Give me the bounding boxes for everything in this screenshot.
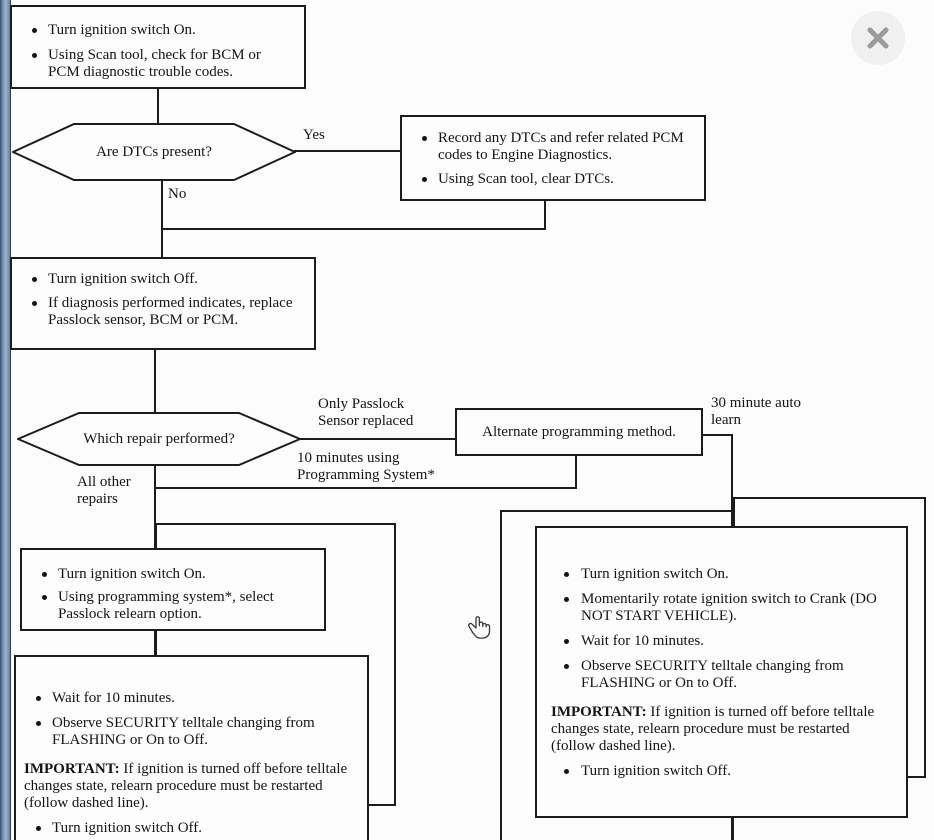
connector-relearn-to-wait <box>154 630 156 656</box>
connector-auto-learn-v <box>731 434 733 527</box>
important-text: If ignition is turned off before telltal… <box>551 704 875 754</box>
close-icon <box>867 27 889 49</box>
branch-label-30-minute: 30 minute auto learn <box>711 395 801 428</box>
step-bullet: Record any DTCs and refer related PCM co… <box>410 130 704 164</box>
step-text: Observe SECURITY telltale changing from … <box>52 715 315 748</box>
bullet-icon <box>551 658 581 669</box>
important-text: If ignition is turned off before telltal… <box>24 761 348 811</box>
step-text: Turn ignition switch Off. <box>48 271 199 287</box>
step-bullet: Turn ignition switch Off. <box>551 763 906 780</box>
window-edge-bar <box>0 0 11 840</box>
connector-sensor-branch <box>299 438 456 440</box>
hexagon-shape <box>17 412 301 466</box>
step-text: Using Scan tool, clear DTCs. <box>438 171 614 187</box>
step-bullet: Observe SECURITY telltale changing from … <box>24 715 367 749</box>
branch-label-10-minutes: 10 minutes using Programming System* <box>297 450 435 483</box>
hexagon-shape <box>12 123 296 181</box>
bullet-icon <box>20 271 48 282</box>
connector-repair-to-decision <box>154 349 156 413</box>
close-button[interactable] <box>851 11 905 65</box>
step-bullet: If diagnosis performed indicates, replac… <box>20 295 314 329</box>
bullet-icon <box>20 295 48 306</box>
step-bullet: Using Scan tool, clear DTCs. <box>410 171 704 188</box>
decision-which-repair: Which repair performed? <box>17 412 301 466</box>
process-box-check-dtcs: Turn ignition switch On. Using Scan tool… <box>10 5 306 89</box>
bullet-icon <box>551 591 581 602</box>
step-bullet: Turn ignition switch Off. <box>24 820 367 837</box>
process-box-replace-sensor: Turn ignition switch Off. If diagnosis p… <box>10 257 316 350</box>
bullet-icon <box>20 47 48 58</box>
bullet-icon <box>410 171 438 182</box>
branch-label-all-other: All other repairs <box>77 474 131 507</box>
connector-yes <box>294 150 402 152</box>
bullet-icon <box>410 130 438 141</box>
decision-are-dtcs-present: Are DTCs present? <box>12 123 296 181</box>
step-text: Alternate programming method. <box>482 423 676 440</box>
step-text: Using programming system*, select Passlo… <box>58 589 274 622</box>
connector-record-down <box>544 200 546 230</box>
step-text: Using Scan tool, check for BCM or PCM di… <box>48 47 261 80</box>
step-text: If diagnosis performed indicates, replac… <box>48 295 293 328</box>
bullet-icon <box>551 763 581 774</box>
step-text: Record any DTCs and refer related PCM co… <box>438 130 684 163</box>
bullet-icon <box>551 633 581 644</box>
decision-label: Which repair performed? <box>83 430 235 447</box>
branch-label-yes: Yes <box>303 127 325 143</box>
branch-label-no: No <box>168 186 187 202</box>
bullet-icon <box>551 566 581 577</box>
hand-pointer-icon <box>467 612 494 649</box>
step-text: Wait for 10 minutes. <box>581 633 704 649</box>
step-bullet: Momentarily rotate ignition switch to Cr… <box>551 591 906 625</box>
bullet-icon <box>20 22 48 33</box>
connector-other-repairs <box>154 465 156 549</box>
connector-crank-down <box>731 817 733 840</box>
step-bullet: Turn ignition switch On. <box>20 22 304 39</box>
step-bullet: Using programming system*, select Passlo… <box>30 589 324 623</box>
process-box-crank-relearn: Turn ignition switch On. Momentarily rot… <box>535 526 908 818</box>
process-box-record-dtcs: Record any DTCs and refer related PCM co… <box>400 115 706 201</box>
important-note: IMPORTANT: If ignition is turned off bef… <box>24 761 367 812</box>
decision-label: Are DTCs present? <box>96 143 212 160</box>
step-text: Turn ignition switch Off. <box>52 820 203 836</box>
step-text: Turn ignition switch On. <box>58 566 206 582</box>
connector-record-return <box>161 228 546 230</box>
process-box-alternate-programming: Alternate programming method. <box>455 408 703 456</box>
step-bullet: Observe SECURITY telltale changing from … <box>551 658 906 692</box>
step-bullet: Turn ignition switch On. <box>30 566 324 583</box>
bullet-icon <box>24 820 52 831</box>
process-box-wait-observe: Wait for 10 minutes. Observe SECURITY te… <box>14 655 369 840</box>
step-text: Turn ignition switch Off. <box>581 763 732 779</box>
connector-no <box>161 180 163 258</box>
connector-program-return <box>154 487 577 489</box>
connector-program-down <box>575 455 577 489</box>
step-bullet: Turn ignition switch Off. <box>20 271 314 288</box>
step-text: Turn ignition switch On. <box>581 566 729 582</box>
step-text: Turn ignition switch On. <box>48 22 196 38</box>
important-label: IMPORTANT: <box>551 704 647 720</box>
step-bullet: Using Scan tool, check for BCM or PCM di… <box>20 47 304 81</box>
bullet-icon <box>30 566 58 577</box>
important-note: IMPORTANT: If ignition is turned off bef… <box>551 704 906 755</box>
bullet-icon <box>24 690 52 701</box>
step-text: Momentarily rotate ignition switch to Cr… <box>581 591 877 624</box>
bullet-icon <box>24 715 52 726</box>
process-box-relearn-option: Turn ignition switch On. Using programmi… <box>20 548 326 631</box>
important-label: IMPORTANT: <box>24 761 120 777</box>
bullet-icon <box>30 589 58 600</box>
step-bullet: Turn ignition switch On. <box>551 566 906 583</box>
step-text: Observe SECURITY telltale changing from … <box>581 658 844 691</box>
connector-check-to-dtcs <box>157 88 159 125</box>
connector-auto-learn-h <box>701 434 733 436</box>
step-bullet: Wait for 10 minutes. <box>551 633 906 650</box>
step-bullet: Wait for 10 minutes. <box>24 690 367 707</box>
step-text: Wait for 10 minutes. <box>52 690 175 706</box>
branch-label-only-passlock: Only Passlock Sensor replaced <box>318 396 414 429</box>
